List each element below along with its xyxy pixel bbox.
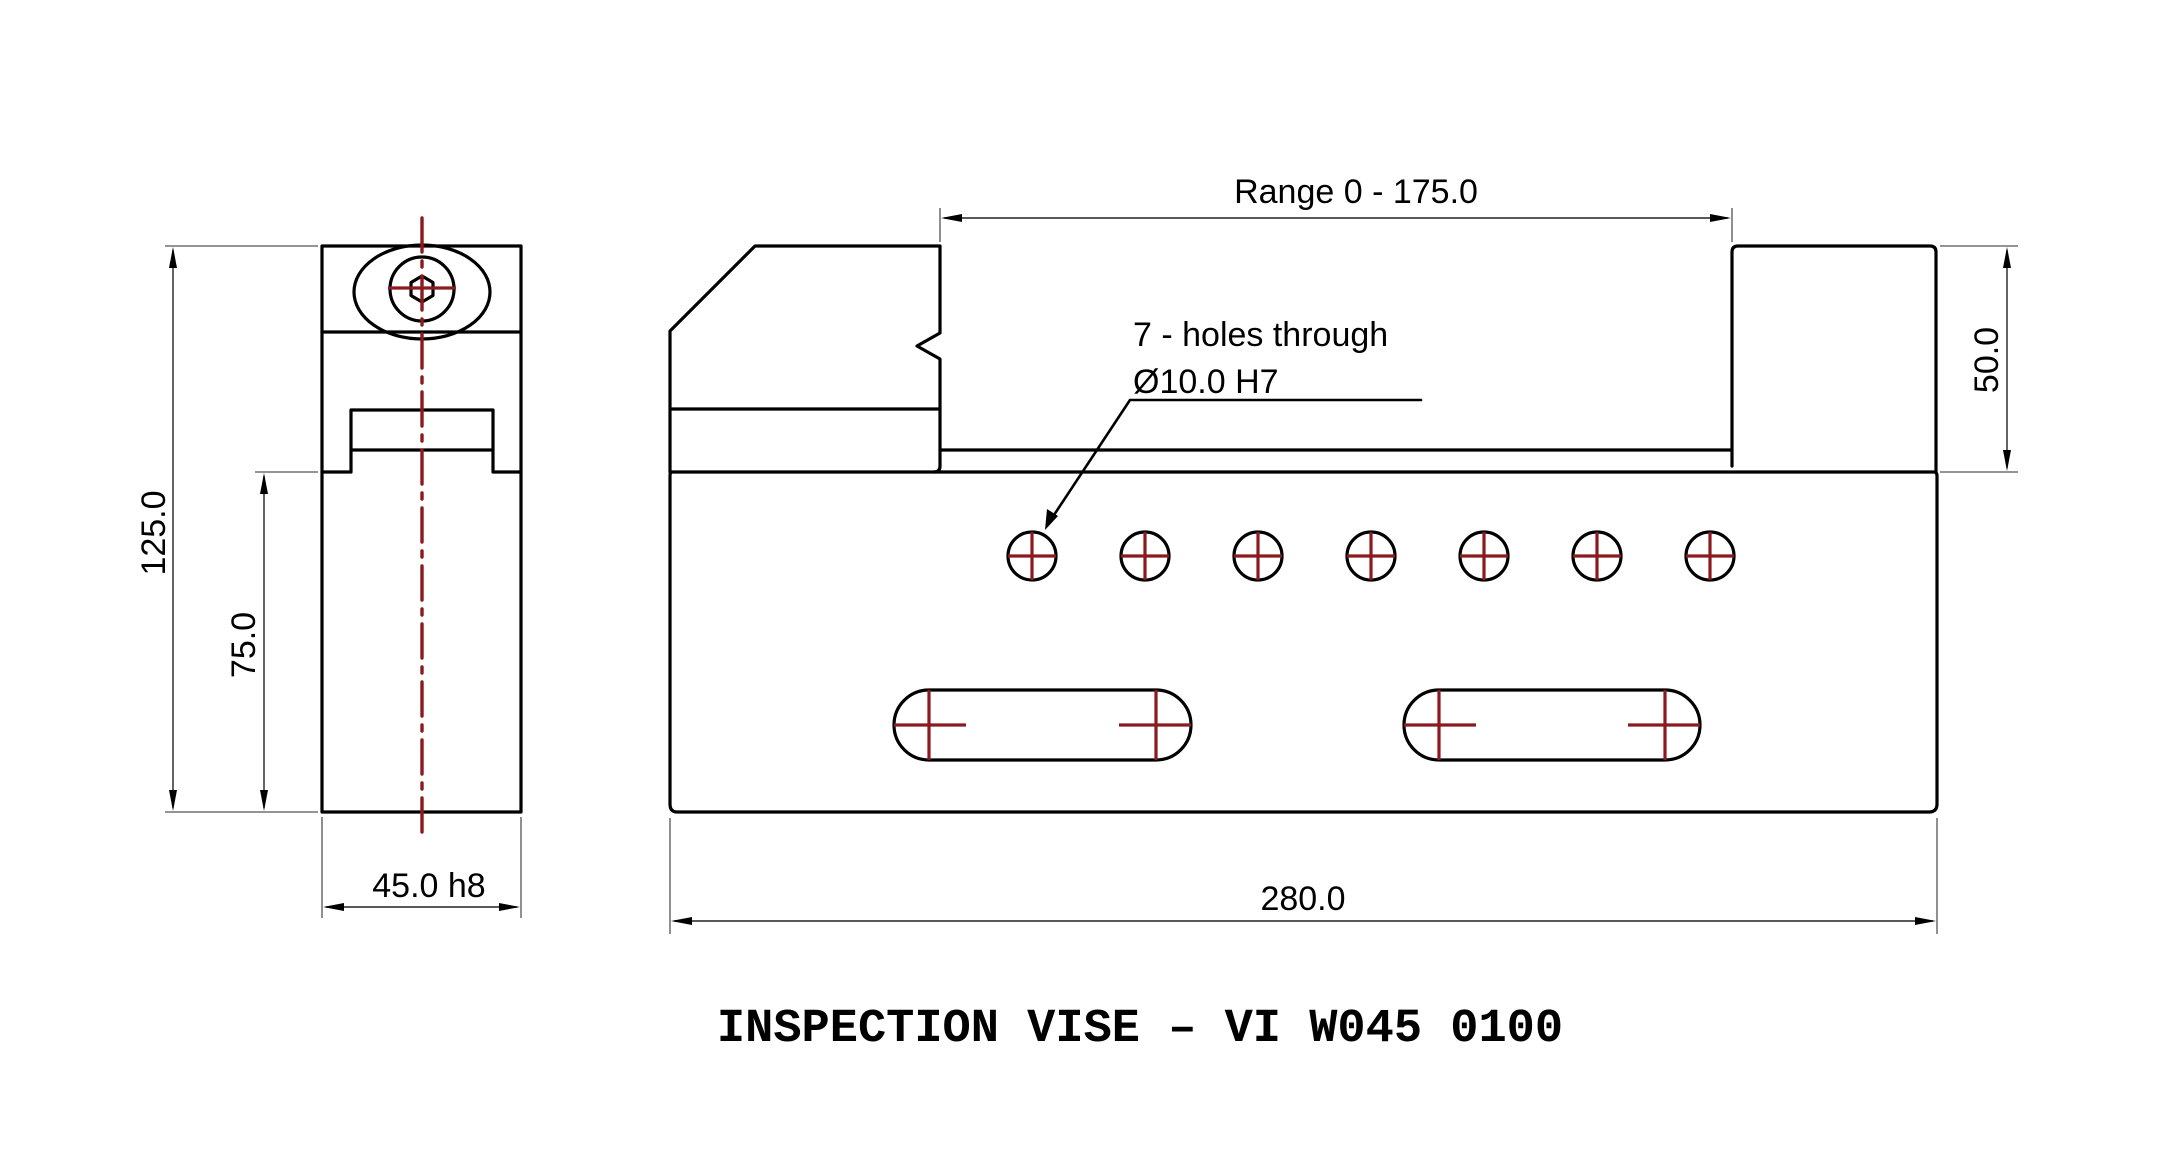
through-hole [1458, 530, 1510, 582]
movable-jaw-outline [1730, 244, 1938, 474]
hole-note-line2: Ø10.0 H7 [1133, 363, 1279, 401]
fixed-jaw-outline [668, 244, 942, 474]
dimension-text-width: 45.0 h8 [372, 867, 485, 905]
side-view-outline [320, 244, 523, 814]
dimension-range: Range 0 - 175.0 [939, 173, 1733, 242]
dimension-text-range: Range 0 - 175.0 [1234, 173, 1478, 211]
through-hole [1006, 530, 1058, 582]
drawing-title: INSPECTION VISE – VI W045 0100 [717, 1003, 1563, 1056]
hole-note-callout: 7 - holes through Ø10.0 H7 [1045, 316, 1423, 530]
through-holes [1006, 530, 1736, 582]
vise-body-outline [668, 470, 1939, 814]
through-hole [1571, 530, 1623, 582]
mounting-slots [892, 688, 1702, 762]
through-hole [1119, 530, 1171, 582]
mounting-slot [1402, 688, 1702, 762]
leader-arrowhead [1045, 509, 1058, 530]
mounting-slot [892, 688, 1193, 762]
through-hole [1684, 530, 1736, 582]
hole-note-line1: 7 - holes through [1133, 316, 1388, 354]
dimension-text-overall-height: 125.0 [135, 490, 173, 575]
through-hole [1232, 530, 1284, 582]
dimension-overall-height: 125.0 [135, 245, 318, 813]
hole-note-leader-line [1048, 398, 1423, 523]
dimension-text-jaw-height: 50.0 [1968, 327, 2006, 393]
dimension-jaw-height: 50.0 [1940, 245, 2018, 473]
dimension-base-height: 75.0 [225, 471, 318, 811]
dimension-text-overall-length: 280.0 [1260, 880, 1345, 918]
dimension-text-base-height: 75.0 [225, 612, 263, 678]
through-hole [1345, 530, 1397, 582]
dimension-width: 45.0 h8 [321, 817, 522, 918]
dimension-overall-length: 280.0 [669, 818, 1938, 934]
side-view: 125.0 75.0 45.0 h8 [135, 216, 523, 918]
front-view: Range 0 - 175.0 50.0 280.0 7 - holes thr… [668, 173, 2018, 934]
